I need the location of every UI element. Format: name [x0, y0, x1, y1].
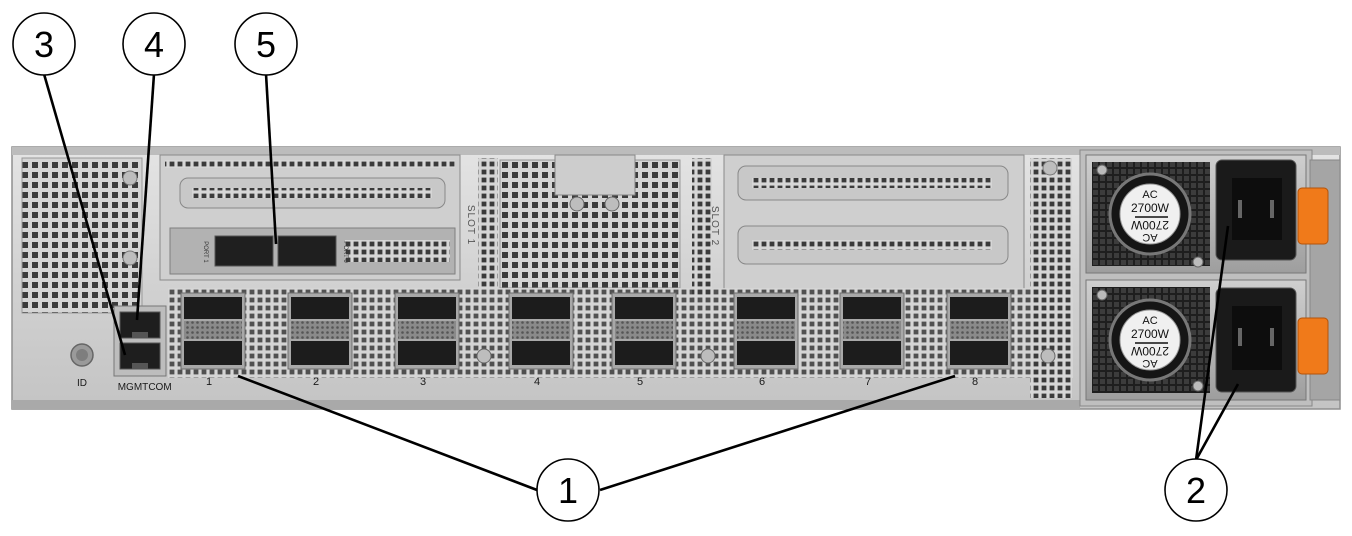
psu-1-latch[interactable] [1297, 187, 1329, 245]
qsfp-port-1[interactable] [180, 292, 246, 370]
leader-2a [1194, 225, 1230, 461]
port-number-label: 3 [420, 376, 426, 388]
callout-4-number: 4 [144, 24, 164, 65]
psu-2-label-ac-inv: AC [1142, 357, 1157, 369]
left-vent [21, 157, 143, 314]
qsfp-port-7[interactable] [839, 292, 905, 370]
riser-port1-label: PORT 1 [202, 241, 208, 263]
callout-5: 5 [234, 12, 298, 76]
qsfp-port-5[interactable] [611, 292, 677, 370]
psu-2-label-ac: AC [1142, 315, 1157, 327]
qsfp-port-6[interactable] [733, 292, 799, 370]
riser-port-1[interactable] [214, 235, 274, 267]
port-number-label: 4 [534, 376, 540, 388]
screw [122, 250, 138, 266]
mgmt-label: MGMT [118, 382, 149, 393]
callout-4: 4 [122, 12, 186, 76]
port-number-label: 2 [313, 376, 319, 388]
qsfp-port-2[interactable] [287, 292, 353, 370]
leader-3 [42, 73, 127, 356]
riser-slot-1: PORT 1 PORT 0 [159, 154, 461, 281]
riser-slot-2 [723, 154, 1072, 398]
screw [1040, 348, 1056, 364]
psu-1-label-watt-inv: 2700W [1130, 218, 1169, 232]
callout-3: 3 [12, 12, 76, 76]
qsfp-port-4[interactable] [508, 292, 574, 370]
callout-5-number: 5 [256, 24, 276, 65]
qsfp-port-8[interactable] [946, 292, 1012, 370]
port-number-label: 6 [759, 376, 765, 388]
slot2-label: SLOT 2 [709, 206, 720, 246]
leader-4 [135, 73, 156, 321]
center-vents [478, 154, 712, 298]
callout-1-number: 1 [558, 470, 578, 511]
qsfp-port-row [168, 288, 1073, 378]
leader-1b [599, 374, 956, 492]
port-number-label: 7 [865, 376, 871, 388]
riser-port0-label: PORT 0 [342, 241, 348, 263]
psu-2-label-watt: 2700W [1131, 327, 1170, 341]
qsfp-port-3[interactable] [394, 292, 460, 370]
leader-5 [264, 73, 278, 245]
riser-port-0[interactable] [277, 235, 337, 267]
callout-2-number: 2 [1186, 470, 1206, 511]
psu-2: AC 2700W 2700W AC [1085, 279, 1329, 401]
callout-1: 1 [536, 458, 600, 522]
id-label: ID [77, 378, 87, 389]
com-label: COM [148, 382, 171, 393]
port-number-label: 8 [972, 376, 978, 388]
psu-1-label-ac-inv: AC [1142, 231, 1157, 243]
psu-2-latch[interactable] [1297, 317, 1329, 375]
callout-2: 2 [1164, 458, 1228, 522]
screw [122, 170, 138, 186]
screw [700, 348, 716, 364]
port-number-label: 1 [206, 376, 212, 388]
callout-3-number: 3 [34, 24, 54, 65]
slot1-label: SLOT 1 [465, 205, 476, 245]
leader-1a [237, 374, 538, 492]
psu-1: AC 2700W 2700W AC [1085, 154, 1329, 274]
leader-2b [1194, 383, 1240, 461]
id-button[interactable] [70, 343, 94, 367]
psu-1-label-watt: 2700W [1131, 201, 1170, 215]
mgmt-com-ports [113, 305, 167, 377]
screw [476, 348, 492, 364]
psu-2-label-watt-inv: 2700W [1130, 344, 1169, 358]
psu-1-label-ac: AC [1142, 189, 1157, 201]
port-number-label: 5 [637, 376, 643, 388]
leader-lines [42, 73, 1240, 492]
